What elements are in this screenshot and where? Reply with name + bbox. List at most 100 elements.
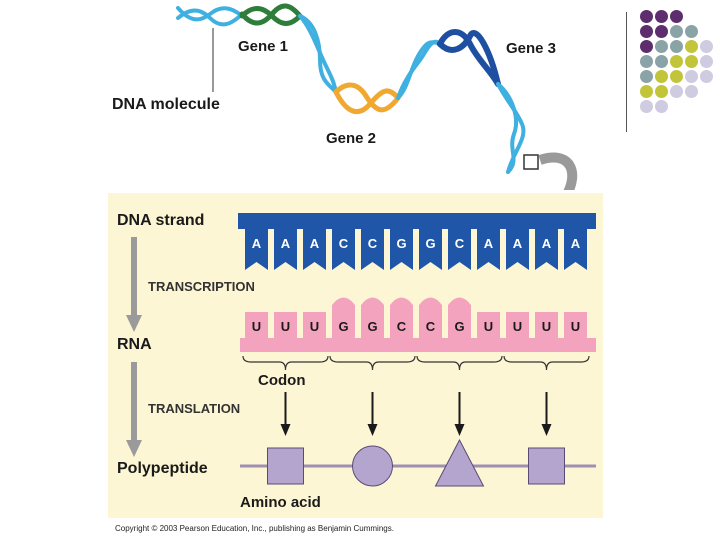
dot [640, 40, 653, 53]
codon-bracket [329, 355, 416, 371]
rna-base-letter: U [484, 319, 493, 334]
rna-base-letter: G [367, 319, 377, 334]
translation-arrow [131, 362, 137, 442]
amino-acid-square [267, 447, 304, 485]
dot [670, 40, 683, 53]
dot [685, 40, 698, 53]
codon-label: Codon [258, 372, 306, 389]
dna-base-letter: G [425, 236, 435, 251]
dna-base-tile [477, 229, 500, 270]
dna-base-letter: A [542, 236, 552, 251]
gene-3-label: Gene 3 [506, 40, 557, 57]
rna-base-tile [564, 312, 587, 338]
rna-base-letter: G [338, 319, 348, 334]
divider-line [626, 12, 627, 132]
dna-strand-label: DNA strand [117, 212, 205, 229]
amino-acid-shapes [267, 438, 565, 487]
dot [700, 55, 713, 68]
dot [655, 40, 668, 53]
dna-base-tile [448, 229, 471, 270]
amino-acid-label: Amino acid [240, 494, 321, 511]
translation-label: TRANSLATION [148, 401, 241, 416]
dot [685, 70, 698, 83]
rna-base-letter: U [281, 319, 290, 334]
dna-base-letter: A [252, 236, 262, 251]
dot [655, 10, 668, 23]
dna-base-tile [332, 229, 355, 270]
rna-base-letter: U [542, 319, 551, 334]
rna-base-tile [274, 312, 297, 338]
rna-base-tile [535, 312, 558, 338]
translation-arrowhead [126, 440, 142, 457]
dot [700, 40, 713, 53]
rna-base-tile [303, 312, 326, 338]
dot [670, 25, 683, 38]
dot [655, 70, 668, 83]
dna-base-letter: G [396, 236, 406, 251]
dot [700, 70, 713, 83]
rna-base-tile [448, 297, 471, 338]
dot [655, 85, 668, 98]
polypeptide-label: Polypeptide [117, 460, 208, 477]
codon-brackets [242, 355, 590, 371]
dna-base-letter: C [455, 236, 465, 251]
dot [685, 85, 698, 98]
amino-acid-circle [352, 445, 393, 487]
translation-arrow-head [367, 424, 378, 436]
rna-base-tile [245, 312, 268, 338]
translation-arrow-head [541, 424, 552, 436]
dna-base-letter: C [368, 236, 378, 251]
dna-base-letter: A [513, 236, 523, 251]
dna-base-tile [564, 229, 587, 270]
dna-base-tile [535, 229, 558, 270]
dot [655, 25, 668, 38]
codon-bracket [242, 355, 329, 371]
rna-base-letter: U [310, 319, 319, 334]
rna-base-tile [390, 297, 413, 338]
rna-base-letter: U [252, 319, 261, 334]
dna-helix-illustration [176, 3, 578, 190]
dna-base-tile [419, 229, 442, 270]
codon-bracket [416, 355, 503, 371]
rna-base-letter: U [571, 319, 580, 334]
dot [685, 25, 698, 38]
dna-strand-bar [238, 213, 596, 229]
dot [670, 70, 683, 83]
rna-base-tile [419, 297, 442, 338]
dot [670, 85, 683, 98]
codon-bracket [503, 355, 590, 371]
dna-base-letter: A [310, 236, 320, 251]
dot [640, 70, 653, 83]
dot [640, 25, 653, 38]
dna-base-tile [361, 229, 384, 270]
rna-strand-bar [240, 338, 596, 352]
copyright-notice: Copyright © 2003 Pearson Education, Inc.… [115, 524, 394, 533]
dot [655, 100, 668, 113]
dna-base-tile [390, 229, 413, 270]
gene-2-label: Gene 2 [326, 130, 377, 147]
dna-base-tile [303, 229, 326, 270]
rna-base-letter: C [426, 319, 436, 334]
dna-base-letter: A [571, 236, 581, 251]
transcription-arrowhead [126, 315, 142, 332]
rna-base-letter: C [397, 319, 407, 334]
gene-1-label: Gene 1 [238, 38, 289, 55]
dna-base-letter: A [281, 236, 291, 251]
dot [685, 55, 698, 68]
dna-base-tile [245, 229, 268, 270]
rna-base-tile [361, 297, 384, 338]
dot [640, 10, 653, 23]
rna-base-tile [332, 297, 355, 338]
transcription-label: TRANSCRIPTION [148, 279, 255, 294]
dot [670, 55, 683, 68]
transcription-arrow [131, 237, 137, 317]
rna-base-tile [506, 312, 529, 338]
rna-base-letter: G [454, 319, 464, 334]
dot [670, 10, 683, 23]
dna-base-tile [274, 229, 297, 270]
amino-acid-square [528, 447, 565, 485]
dot [640, 85, 653, 98]
dot [655, 55, 668, 68]
